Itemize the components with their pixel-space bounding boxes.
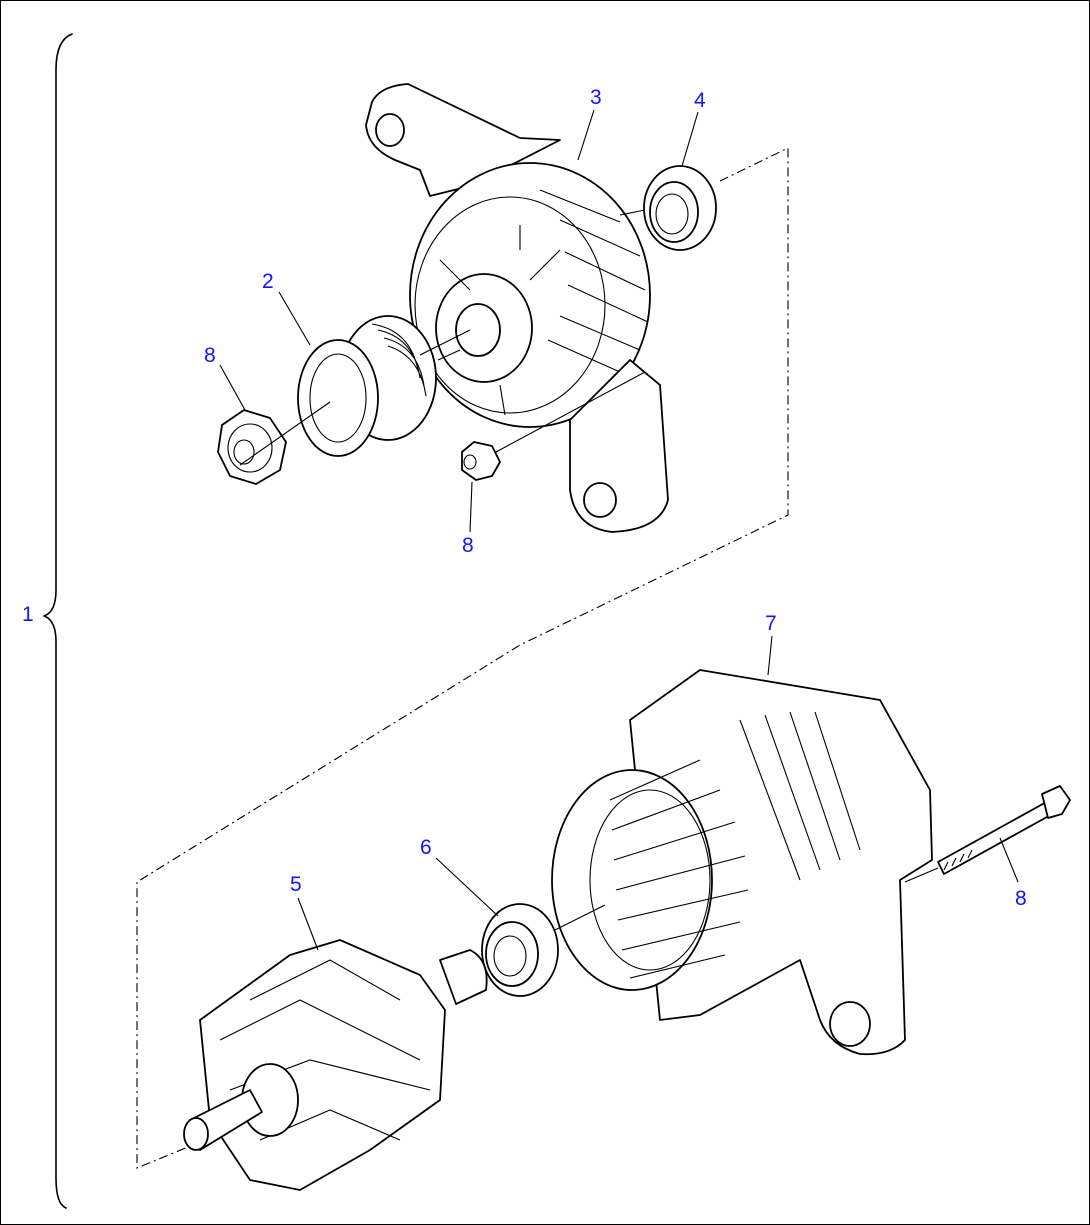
front-bracket-part <box>365 83 669 533</box>
axis-line-bearing <box>619 209 646 216</box>
leader-5 <box>297 897 319 951</box>
leader-6 <box>435 857 499 917</box>
upper-assembly-outline <box>136 147 789 1169</box>
leader-3 <box>577 109 595 161</box>
callout-2: 2 <box>262 270 274 293</box>
stator-housing-part <box>551 669 933 1056</box>
callout-8-bolt: 8 <box>1015 887 1027 910</box>
leader-8-pulley-nut <box>219 364 246 411</box>
axis-line-nut <box>495 371 646 453</box>
callout-8-bracket-nut: 8 <box>462 534 474 557</box>
callout-3: 3 <box>590 86 602 109</box>
callout-5: 5 <box>290 873 302 896</box>
leader-7 <box>767 635 773 676</box>
front-bearing-part <box>643 165 717 251</box>
callout-6: 6 <box>420 836 432 859</box>
callout-8-pulley-nut: 8 <box>204 344 216 367</box>
leader-2 <box>278 291 311 346</box>
assembly-brace <box>43 33 73 1209</box>
callout-7: 7 <box>765 612 777 635</box>
through-bolt-part <box>937 785 1071 875</box>
rotor-part <box>183 939 488 1191</box>
leader-8-bracket-nut <box>469 481 473 533</box>
axis-line-upper <box>239 401 331 466</box>
axis-line-lower <box>554 904 606 931</box>
callout-1: 1 <box>22 603 34 626</box>
axis-line-upper-2 <box>419 329 471 356</box>
callout-4: 4 <box>694 89 706 112</box>
axis-line-bolt <box>904 867 939 883</box>
rear-bearing-part <box>481 903 559 997</box>
leader-8-bolt <box>999 837 1019 883</box>
pulley-part <box>297 315 437 457</box>
leader-4 <box>681 111 699 167</box>
bracket-nut-part <box>461 441 501 481</box>
pulley-nut-part <box>217 409 287 485</box>
